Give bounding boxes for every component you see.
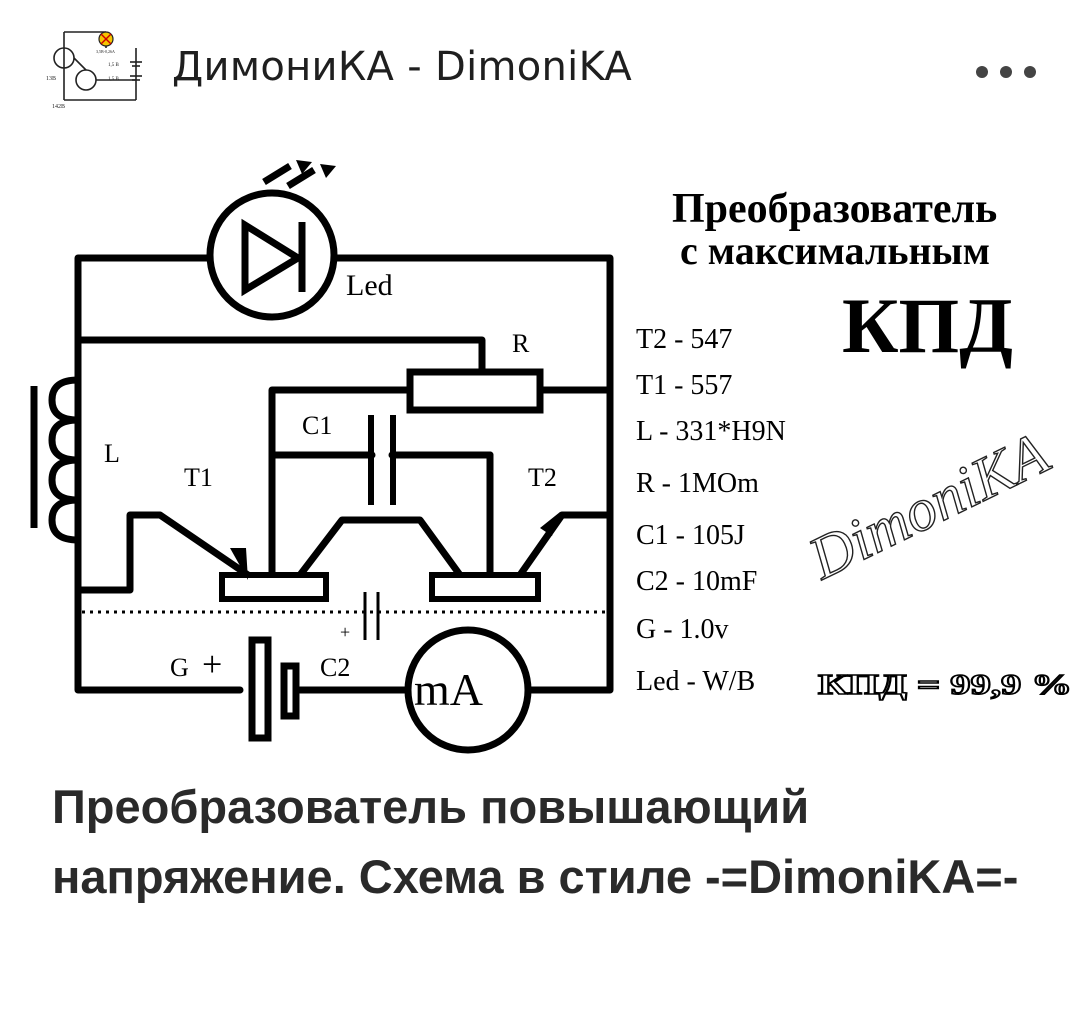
component-item: T1 - 557	[636, 370, 732, 401]
component-item: G - 1.0v	[636, 614, 729, 645]
post-image[interactable]: Led R L C1 T1 T2 G + + C2 mA Преобразова…	[0, 150, 1080, 760]
led-label: Led	[346, 269, 393, 302]
component-item: Led - W/B	[636, 666, 755, 697]
transistor-t2	[429, 572, 541, 602]
c2-plus-label: +	[340, 622, 350, 642]
channel-avatar[interactable]: 3,5В-0,26А 1,5 В 1,5 В 13B 142B	[44, 28, 152, 110]
avatar-label: 3,5В-0,26А	[96, 49, 115, 55]
schematic-title-line2: с максимальным	[680, 228, 990, 273]
efficiency-text: КПД = 99,9 %	[818, 670, 1072, 701]
avatar-label: 1,5 В	[108, 77, 120, 82]
component-item: R - 1MOm	[636, 468, 759, 499]
t1-label: T1	[184, 463, 213, 492]
component-item: C2 - 10mF	[636, 566, 757, 597]
circuit-wires	[74, 254, 614, 694]
c1-label: C1	[302, 411, 332, 440]
avatar-label: 142B	[52, 104, 65, 110]
schematic-title-line1: Преобразователь	[672, 186, 997, 232]
component-list: T2 - 547 T1 - 557 L - 331*H9N R - 1MOm C…	[636, 324, 786, 697]
schematic-title-big: КПД	[842, 282, 1013, 369]
post-header: 3,5В-0,26А 1,5 В 1,5 В 13B 142B ДимониКА…	[0, 0, 1080, 140]
more-options-button[interactable]	[968, 52, 1044, 92]
avatar-label: 1,5 В	[108, 63, 120, 68]
t2-label: T2	[528, 463, 557, 492]
ma-label: mA	[414, 664, 483, 715]
component-item: C1 - 105J	[636, 520, 745, 551]
c2-label: C2	[320, 653, 350, 682]
watermark-text: DimoniKA	[798, 420, 1059, 592]
l-label: L	[104, 439, 120, 468]
component-item: L - 331*H9N	[636, 416, 786, 447]
more-horizontal-icon	[976, 66, 1036, 78]
resistor-r	[406, 368, 544, 414]
component-item: T2 - 547	[636, 324, 732, 355]
channel-name[interactable]: ДимониКА - DimoniKA	[172, 44, 633, 90]
g-label: G	[170, 653, 189, 682]
g-plus-label: +	[202, 644, 222, 684]
r-label: R	[512, 329, 530, 358]
transistor-t1	[219, 572, 329, 602]
led-symbol	[206, 163, 338, 321]
avatar-label: 13B	[46, 76, 56, 82]
milliammeter	[404, 626, 532, 754]
post-title[interactable]: Преобразователь повышающий напряжение. С…	[52, 780, 1019, 903]
battery-g	[248, 636, 300, 742]
inductor-l	[30, 376, 79, 544]
capacitor-c1	[368, 415, 374, 505]
